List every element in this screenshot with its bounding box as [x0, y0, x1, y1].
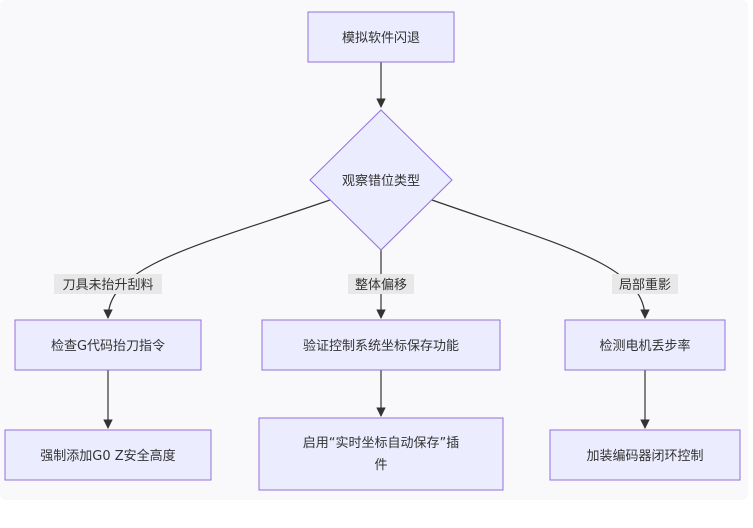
node-force-g0-label: 强制添加G0 Z安全高度 — [40, 448, 175, 464]
node-encoder-label: 加装编码器闭环控制 — [586, 449, 703, 464]
edge-label-right: 局部重影 — [612, 274, 678, 294]
node-enable-plugin: 启用“实时坐标自动保存”插 件 — [258, 417, 504, 491]
node-enable-plugin-label-line2: 件 — [374, 458, 387, 473]
node-check-motor: 检测电机丢步率 — [564, 319, 726, 371]
node-check-gcode-label: 检查G代码抬刀指令 — [51, 339, 165, 354]
edge-decision-to-check-gcode — [103, 199, 331, 319]
edge-label-middle: 整体偏移 — [348, 274, 414, 294]
edge-label-left: 刀具未抬升刮料 — [54, 274, 162, 294]
node-check-motor-label: 检测电机丢步率 — [599, 338, 690, 354]
node-decision-label: 观察错位类型 — [342, 174, 420, 189]
node-verify-coord-label: 验证控制系统坐标保存功能 — [303, 338, 459, 354]
node-verify-coord: 验证控制系统坐标保存功能 — [261, 319, 501, 371]
node-force-g0: 强制添加G0 Z安全高度 — [4, 429, 212, 481]
edge-decision-to-check-motor — [431, 199, 650, 319]
node-check-gcode: 检查G代码抬刀指令 — [14, 319, 202, 371]
edge-label-right-text: 局部重影 — [619, 277, 671, 293]
edge-label-left-text: 刀具未抬升刮料 — [62, 278, 153, 293]
node-enable-plugin-label-line1: 启用“实时坐标自动保存”插 — [303, 436, 459, 451]
node-start-label: 模拟软件闪退 — [342, 31, 420, 46]
edge-label-middle-text: 整体偏移 — [355, 278, 407, 293]
diagram-canvas: 刀具未抬升刮料 整体偏移 局部重影 模拟软件闪退 观察错位类型 检查G代码抬刀指… — [4, 11, 741, 491]
node-decision: 观察错位类型 — [309, 109, 453, 251]
node-encoder: 加装编码器闭环控制 — [549, 429, 741, 481]
node-start: 模拟软件闪退 — [307, 11, 455, 63]
